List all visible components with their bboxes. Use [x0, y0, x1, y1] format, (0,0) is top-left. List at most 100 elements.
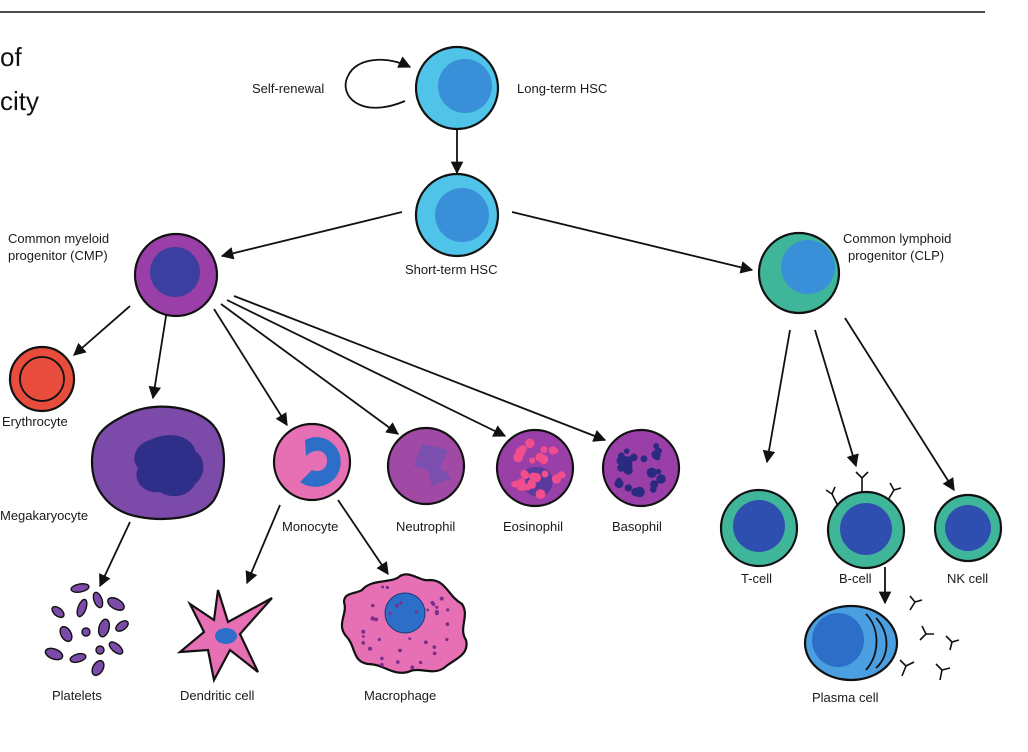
- granule: [371, 603, 375, 608]
- granule: [432, 645, 437, 649]
- title-line2: city: [0, 86, 39, 116]
- plasma-cell: [803, 604, 899, 682]
- granule: [446, 608, 450, 612]
- granule: [656, 474, 666, 484]
- label-plasma-cell: Plasma cell: [812, 690, 879, 705]
- label-b-cell: B-cell: [839, 571, 872, 586]
- erythrocyte-cell: [8, 345, 76, 413]
- label-t-cell: T-cell: [741, 571, 772, 586]
- self-renewal-arrow: [344, 56, 412, 109]
- granule: [410, 665, 415, 670]
- arrow-cmp-to-neutrophil: [220, 303, 400, 435]
- granule: [434, 610, 439, 614]
- granule: [381, 585, 385, 589]
- basophil-cell: [601, 428, 681, 508]
- granule: [617, 464, 626, 472]
- granule: [445, 637, 449, 642]
- label-megakaryocyte: Megakaryocyte: [0, 508, 88, 523]
- arrow-cmp-to-erythrocyte: [73, 305, 131, 356]
- label-basophil: Basophil: [612, 519, 662, 534]
- granule: [374, 617, 379, 622]
- arrow-cmp-to-monocyte: [213, 308, 288, 427]
- label-dendritic-cell: Dendritic cell: [180, 688, 255, 703]
- granule: [398, 648, 402, 653]
- clp-cell: [757, 231, 841, 315]
- granule: [361, 629, 366, 634]
- granule: [512, 480, 520, 488]
- granule: [529, 472, 538, 482]
- granule: [535, 452, 545, 462]
- title-line1: of: [0, 42, 22, 72]
- macrophage-granules: [361, 585, 450, 670]
- granule: [439, 596, 444, 601]
- granule: [650, 480, 659, 489]
- granule: [654, 447, 661, 454]
- arrow-monocyte-to-macrophage: [337, 499, 389, 576]
- arrow-cmp-to-basophil: [233, 295, 607, 442]
- arrow-st-to-cmp: [220, 211, 403, 260]
- granule: [414, 610, 418, 614]
- granule: [362, 635, 365, 638]
- granule: [435, 605, 439, 609]
- label-cmp-line2: progenitor (CMP): [8, 248, 108, 263]
- granule: [385, 585, 389, 590]
- arrow-cmp-to-eosinophil: [226, 299, 507, 437]
- basophil-granules: [614, 443, 666, 498]
- label-self-renewal: Self-renewal: [252, 81, 324, 96]
- granule: [646, 467, 657, 478]
- neutrophil-cell: [386, 426, 466, 506]
- label-erythrocyte: Erythrocyte: [2, 414, 68, 429]
- eosinophil-cell: [495, 428, 575, 508]
- arrow-clp-to-nkcell: [844, 317, 955, 492]
- granule: [408, 637, 412, 640]
- granule: [388, 611, 392, 615]
- granule: [424, 640, 428, 645]
- granule: [513, 452, 524, 463]
- dendritic-cell: [176, 589, 273, 684]
- granule: [522, 473, 529, 480]
- short-term-hsc: [414, 172, 500, 258]
- granule: [377, 637, 381, 642]
- eosinophil-granules: [511, 438, 566, 499]
- b-cell: [825, 471, 906, 570]
- cmp-cell: [133, 232, 219, 318]
- nk-cell: [933, 493, 1003, 563]
- arrow-clp-to-tcell: [762, 329, 791, 464]
- granule: [379, 662, 384, 667]
- granule: [538, 492, 544, 498]
- granule: [525, 438, 535, 449]
- granule: [541, 470, 549, 478]
- granule: [418, 660, 423, 665]
- granule: [529, 457, 536, 464]
- granule: [529, 480, 536, 487]
- granule: [624, 466, 633, 475]
- granule: [551, 474, 562, 484]
- arrow-monocyte-to-dendritic: [245, 504, 281, 585]
- label-monocyte: Monocyte: [282, 519, 338, 534]
- label-platelets: Platelets: [52, 688, 102, 703]
- granule: [623, 456, 633, 466]
- granule: [640, 455, 648, 463]
- antibodies: [899, 595, 960, 681]
- granule: [624, 484, 632, 492]
- granule: [623, 448, 630, 455]
- granule: [616, 477, 622, 484]
- granule: [548, 446, 558, 455]
- granule: [432, 651, 437, 656]
- label-cmp-line1: Common myeloid: [8, 231, 109, 246]
- labels: Self-renewal Long-term HSC Short-term HS…: [0, 81, 988, 705]
- b-cell-receptors: [825, 471, 902, 507]
- arrow-megakaryocyte-to-platelets: [99, 521, 131, 588]
- t-cell: [719, 488, 799, 568]
- arrow-cmp-to-megakaryocyte: [148, 309, 168, 400]
- granule: [396, 660, 400, 664]
- granule: [445, 622, 450, 627]
- granule: [367, 646, 373, 651]
- label-clp-line1: Common lymphoid: [843, 231, 951, 246]
- granule: [380, 656, 384, 661]
- long-term-hsc: [414, 45, 500, 131]
- label-macrophage: Macrophage: [364, 688, 436, 703]
- granule: [655, 468, 662, 475]
- label-eosinophil: Eosinophil: [503, 519, 563, 534]
